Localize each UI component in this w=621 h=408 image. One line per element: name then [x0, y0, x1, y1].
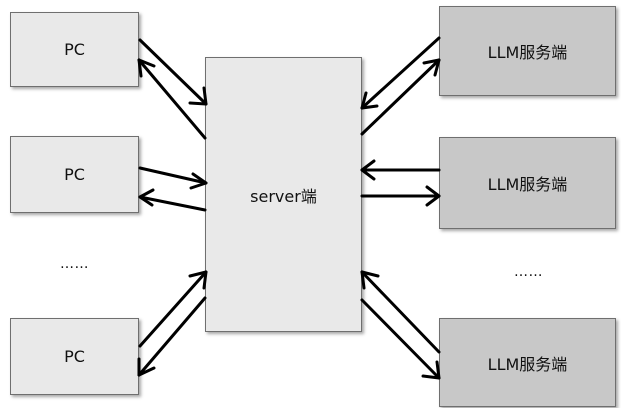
arrowhead: [360, 159, 376, 181]
arrow-server-to-llm1: [360, 58, 441, 136]
arrow-llm3-to-server: [360, 270, 441, 354]
arrow-server-to-pc1: [137, 58, 207, 140]
arrowhead: [422, 58, 441, 77]
arrowhead: [189, 172, 208, 190]
arrow-llm1-to-server: [360, 36, 441, 110]
server-node: server端: [205, 57, 362, 332]
llm-ellipsis: ……: [514, 264, 543, 280]
llm-node-1: LLM服务端: [439, 6, 616, 96]
arrowhead: [137, 357, 156, 377]
llm-node-label: LLM服务端: [487, 175, 568, 194]
pc-node-label: PC: [64, 165, 85, 184]
arrowhead: [421, 360, 441, 380]
arrowhead: [138, 188, 155, 207]
pc-node-3: PC: [10, 318, 139, 395]
arrowhead: [360, 91, 379, 110]
arrow-pc1-to-server: [138, 38, 208, 106]
llm-node-label: LLM服务端: [487, 43, 568, 62]
arrowhead: [188, 270, 208, 290]
pc-node-2: PC: [10, 136, 139, 213]
arrow-server-to-llm3: [360, 298, 441, 380]
arrow-server-to-pc2: [138, 195, 207, 212]
llm-node-label: LLM服务端: [487, 354, 568, 374]
arrowhead: [137, 58, 156, 78]
pc-node-label: PC: [64, 40, 85, 59]
arrowhead: [425, 185, 441, 207]
pc-node-label: PC: [64, 347, 85, 366]
arrowhead: [360, 270, 380, 290]
client-ellipsis: ……: [60, 256, 89, 272]
server-node-label: server端: [250, 186, 317, 206]
arrow-server-to-pc3: [137, 296, 207, 377]
pc-node-1: PC: [10, 12, 139, 87]
llm-node-2: LLM服务端: [439, 137, 616, 229]
arrowhead: [188, 86, 208, 106]
arrow-pc2-to-server: [138, 166, 208, 185]
llm-node-3: LLM服务端: [439, 318, 616, 407]
arrow-pc3-to-server: [138, 270, 208, 348]
